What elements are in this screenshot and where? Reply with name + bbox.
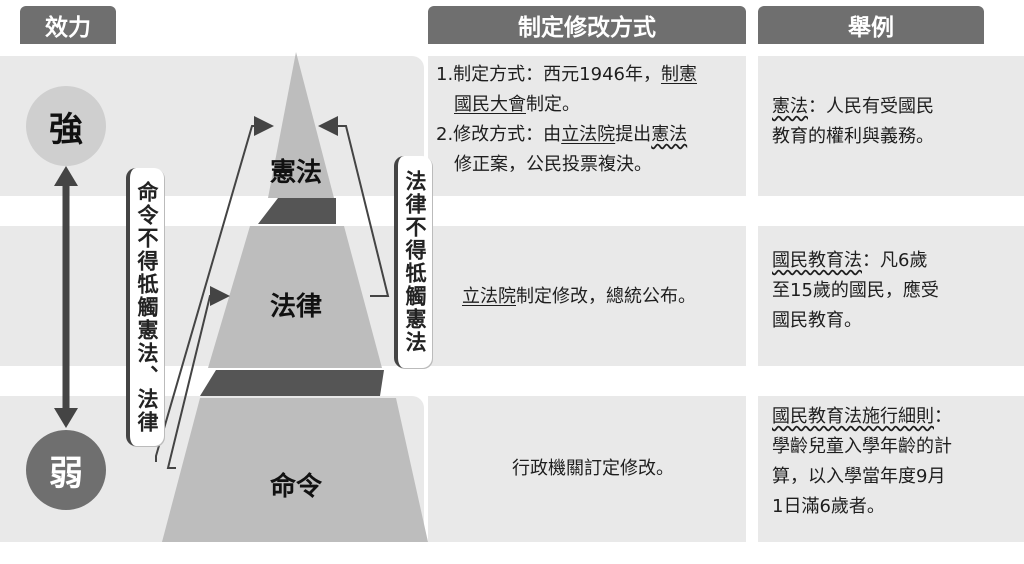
pyramid-top-shape (268, 52, 334, 198)
example-cell-law (758, 226, 1024, 366)
method-cell-order (428, 396, 746, 542)
header-method: 制定修改方式 (428, 6, 746, 44)
pyramid-connector-upper (258, 198, 336, 224)
header-effect: 效力 (20, 6, 116, 44)
method-order-text: 行政機關訂定修改。 (512, 458, 674, 479)
example-cell-order (758, 396, 1024, 542)
example-constitution-text: 憲法：人民有受國民 教育的權利與義務。 (772, 96, 934, 147)
example-law-text: 國民教育法：凡6歲 至15歲的國民，應受 國民教育。 (772, 250, 939, 331)
header-example: 舉例 (758, 6, 984, 44)
pyramid-bottom-label: 命令 (269, 472, 322, 502)
method-constitution-text: 1.制定方式：西元1946年，制憲 國民大會制定。 2.修改方式：由立法院提出憲… (436, 64, 697, 175)
pyramid-connector-lower (200, 370, 384, 396)
pyramid-top-label: 憲法 (269, 158, 322, 188)
method-cell-law (428, 226, 746, 366)
arrow-order-to-constitution (155, 116, 274, 462)
side-note-left: 命令不得牴觸憲法、法律 (126, 168, 164, 446)
method-law-text: 立法院制定修改，總統公布。 (462, 286, 696, 307)
example-order-text: 國民教育法施行細則： 學齡兒童入學年齡的計 算，以入學當年度9月 1日滿6歲者。 (772, 406, 952, 517)
arrow-order-to-law (166, 286, 230, 469)
method-cell-constitution (428, 56, 746, 196)
effect-weak-circle: 弱 (26, 430, 106, 510)
effect-strong-circle: 強 (26, 86, 106, 166)
effect-arrow-down-head (54, 408, 78, 428)
pyramid-middle-shape (208, 226, 382, 368)
example-cell-constitution (758, 56, 1024, 196)
effect-arrow-up-head (54, 166, 78, 186)
arrow-law-to-constitution (318, 116, 390, 297)
pyramid-bottom-shape (162, 398, 428, 542)
pyramid-middle-label: 法律 (269, 292, 322, 322)
side-note-right: 法律不得牴觸憲法 (394, 156, 432, 368)
